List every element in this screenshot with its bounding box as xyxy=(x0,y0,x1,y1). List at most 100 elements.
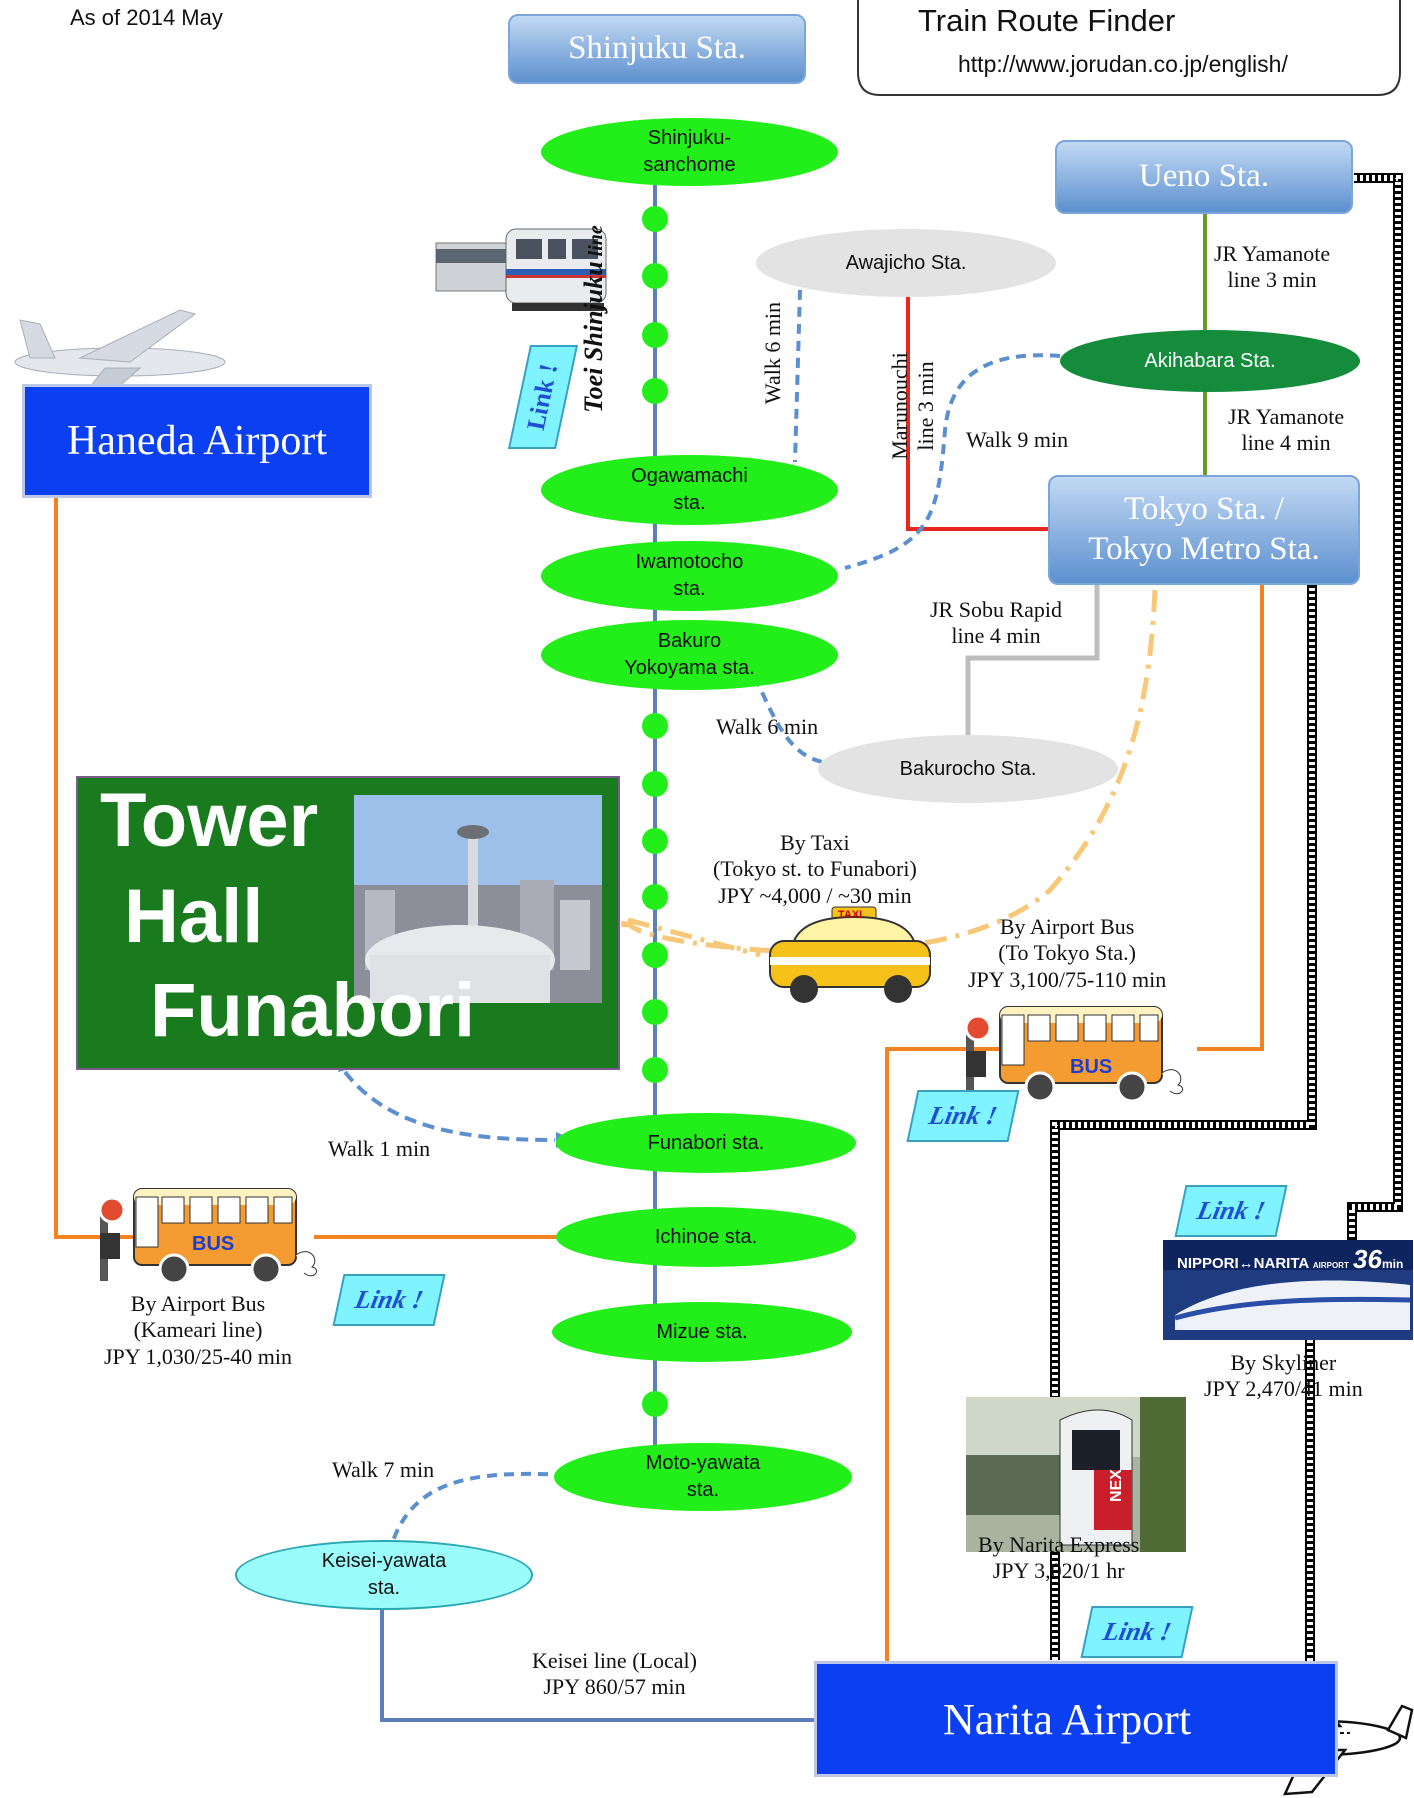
taxi-sign: TAXI xyxy=(838,909,863,921)
label-line: line 3 min xyxy=(1227,267,1317,293)
label-line: Marunouchi xyxy=(887,352,912,460)
station-ichinoe: Ichinoe sta. xyxy=(556,1207,856,1267)
route-finder-box xyxy=(857,0,1401,96)
label-line: (Kameari line) xyxy=(133,1317,263,1343)
narita-express-label: By Narita Express JPY 3,020/1 hr xyxy=(978,1532,1139,1585)
station-label: sta. xyxy=(673,492,706,514)
link-narita-express[interactable]: Link ! xyxy=(1080,1606,1194,1658)
keisei-local-line xyxy=(380,1600,815,1722)
station-label: Bakuro xyxy=(657,630,722,652)
skyliner-airport: AIRPORT xyxy=(1312,1261,1349,1270)
walk-awajicho-ogawamachi xyxy=(793,289,802,463)
jr-yamanote-4-label: JR Yamanote line 4 min xyxy=(1228,404,1344,457)
skyliner-route: NIPPORI↔NARITA xyxy=(1177,1255,1309,1272)
taxi-label: By Taxi (Tokyo st. to Funabori) JPY ~4,0… xyxy=(713,830,917,909)
venue-title-hall: Hall xyxy=(124,874,264,959)
walk-awajicho-label: Walk 6 min xyxy=(760,301,785,405)
jr-sobu-rapid-label: JR Sobu Rapid line 4 min xyxy=(930,597,1062,650)
station-ogawamachi: Ogawamachi sta. xyxy=(541,455,838,525)
label-line: (Tokyo st. to Funabori) xyxy=(713,856,917,882)
station-akihabara: Akihabara Sta. xyxy=(1060,330,1360,392)
route-finder-url[interactable]: http://www.jorudan.co.jp/english/ xyxy=(958,51,1288,77)
narita-express-train-icon xyxy=(966,1397,1186,1552)
label-line: line 4 min xyxy=(1241,430,1331,456)
station-label: Iwamotocho xyxy=(635,551,744,573)
walk-bakuro-bakurocho xyxy=(753,676,831,765)
intermediate-stations xyxy=(642,206,668,1417)
station-label: Moto-yawata xyxy=(645,1452,761,1474)
jr-yamanote-3-label: JR Yamanote line 3 min xyxy=(1214,241,1330,294)
label-line: JPY 860/57 min xyxy=(543,1674,686,1700)
jr-sobu-rapid-line xyxy=(965,578,1100,737)
label-line: JR Yamanote xyxy=(1228,404,1345,429)
bus-icon xyxy=(98,1188,317,1285)
label-line: (To Tokyo Sta.) xyxy=(998,940,1136,966)
station-awajicho: Awajicho Sta. xyxy=(756,229,1056,297)
tower-hall-photo xyxy=(354,795,602,1003)
walk-venue-funabori xyxy=(343,1070,556,1142)
station-shinjuku-sanchome: Shinjuku- sanchome xyxy=(541,118,838,186)
narita-airport: Narita Airport xyxy=(814,1661,1338,1777)
walk-bakurocho-label: Walk 6 min xyxy=(716,714,819,739)
label-line: JPY 2,470/41 min xyxy=(1204,1376,1363,1402)
ueno-station: Ueno Sta. xyxy=(1055,140,1353,214)
tokyo-station-line1: Tokyo Sta. / xyxy=(1124,491,1284,528)
skyliner-banner-text: NIPPORI↔NARITA AIRPORT 36min xyxy=(1177,1244,1403,1275)
station-bakuro-yokoyama: Bakuro Yokoyama sta. xyxy=(541,620,838,690)
station-funabori: Funabori sta. xyxy=(556,1113,856,1173)
venue-title-tower: Tower xyxy=(100,778,319,863)
bus-tokyo-label: By Airport Bus (To Tokyo Sta.) JPY 3,100… xyxy=(968,914,1166,993)
station-label: Yokoyama sta. xyxy=(624,657,755,679)
bus-sign-tokyo: BUS xyxy=(1070,1056,1113,1078)
label-line: Keisei line (Local) xyxy=(532,1648,697,1673)
walk9-label: Walk 9 min xyxy=(966,427,1069,452)
station-mizue: Mizue sta. xyxy=(552,1302,852,1362)
station-label: Keisei-yawata xyxy=(321,1550,447,1572)
station-moto-yawata: Moto-yawata sta. xyxy=(554,1443,852,1511)
skyliner-track xyxy=(1305,173,1403,1663)
walk1-label: Walk 1 min xyxy=(328,1136,431,1161)
shinjuku-station: Shinjuku Sta. xyxy=(508,14,806,84)
link-label: Link ! xyxy=(520,363,565,431)
label-line: JPY 3,020/1 hr xyxy=(992,1558,1125,1584)
link-airport-bus-kameari[interactable]: Link ! xyxy=(332,1274,446,1326)
station-label: sta. xyxy=(367,1577,401,1599)
station-keisei-yawata: Keisei-yawata sta. xyxy=(235,1540,533,1610)
walk-akihabara-iwamotocho xyxy=(844,353,1061,570)
as-of-date: As of 2014 May xyxy=(70,5,223,30)
station-iwamotocho: Iwamotocho sta. xyxy=(541,541,838,611)
haneda-airport: Haneda Airport xyxy=(22,384,372,498)
bus-kameari-label: By Airport Bus (Kameari line) JPY 1,030/… xyxy=(104,1291,292,1370)
link-airport-bus-tokyo[interactable]: Link ! xyxy=(906,1090,1020,1142)
marunouchi-label: Marunouchi line 3 min xyxy=(887,326,939,486)
station-label: Shinjuku- xyxy=(647,127,732,149)
toei-shinjuku-line-label: Toei Shinjuku line xyxy=(579,209,611,429)
label-line: JR Yamanote xyxy=(1214,241,1331,266)
skyliner-time: 36 xyxy=(1353,1244,1382,1274)
line-name-suffix: line xyxy=(585,225,607,262)
label-line: By Airport Bus xyxy=(130,1291,266,1316)
link-skyliner[interactable]: Link ! xyxy=(1174,1185,1288,1237)
marunouchi-line xyxy=(906,283,1053,531)
route-finder-title: Train Route Finder xyxy=(918,3,1176,38)
station-bakurocho: Bakurocho Sta. xyxy=(818,735,1118,803)
label-line: line 4 min xyxy=(951,623,1041,649)
label-line: JPY ~4,000 / ~30 min xyxy=(718,882,912,908)
narita-bus-line-top xyxy=(1197,585,1264,1051)
keisei-line-label: Keisei line (Local) JPY 860/57 min xyxy=(532,1648,697,1701)
label-line: By Taxi xyxy=(780,830,850,855)
venue-title-funabori: Funabori xyxy=(150,968,476,1053)
station-label: Ogawamachi xyxy=(631,465,748,487)
label-line: JPY 1,030/25-40 min xyxy=(104,1343,293,1369)
station-label: sta. xyxy=(673,578,706,600)
station-label: sta. xyxy=(686,1479,720,1501)
narita-express-track xyxy=(1050,585,1317,1660)
label-line: By Airport Bus xyxy=(999,914,1135,939)
tokyo-station-line2: Tokyo Metro Sta. xyxy=(1088,531,1320,567)
walk7-label: Walk 7 min xyxy=(332,1457,435,1482)
label-line: By Skyliner xyxy=(1230,1350,1337,1375)
nex-sign: NEX xyxy=(1107,1469,1125,1503)
bus-sign-kameari: BUS xyxy=(192,1233,235,1255)
line-name-bold: Toei Shinjuku xyxy=(579,261,608,413)
